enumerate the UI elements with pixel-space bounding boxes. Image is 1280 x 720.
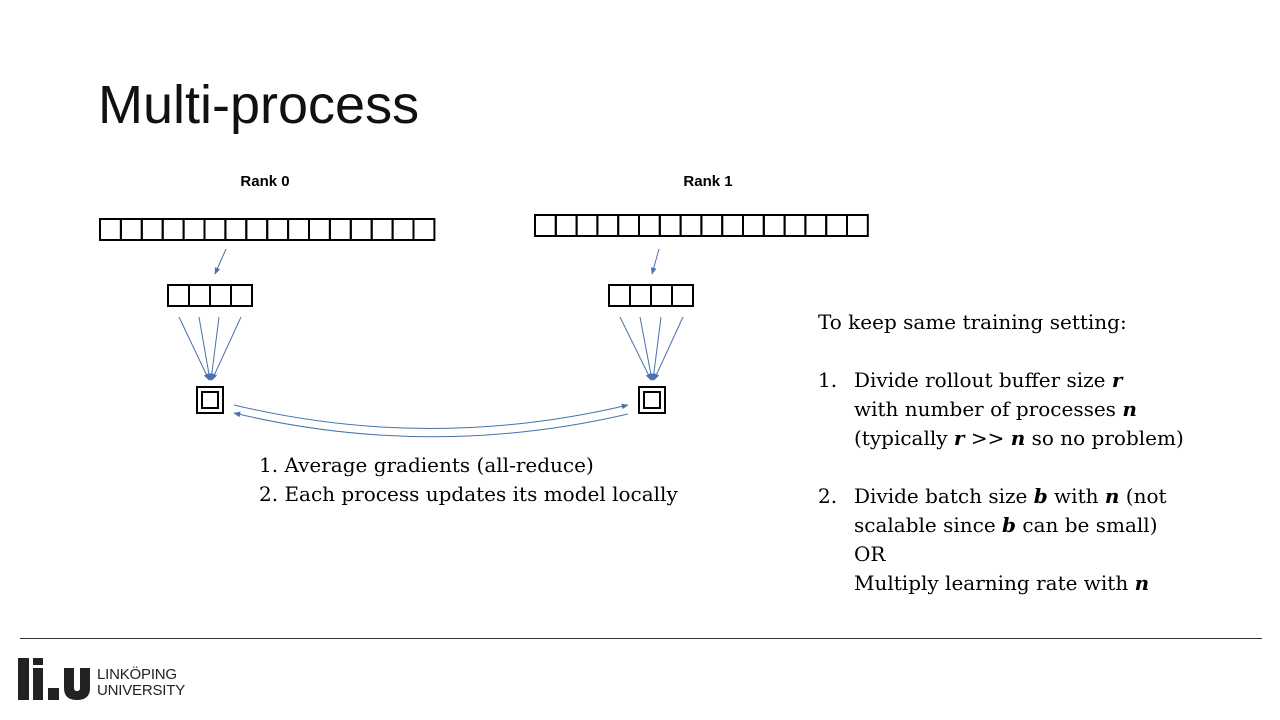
batch-cell bbox=[230, 284, 253, 307]
buffer-cell bbox=[554, 214, 578, 237]
buffer-cell bbox=[658, 214, 682, 237]
logo-text: LINKÖPING UNIVERSITY bbox=[97, 667, 185, 699]
buffer-cell bbox=[245, 218, 269, 241]
rank-0-sample-arrow bbox=[214, 248, 227, 275]
buffer-cell bbox=[224, 218, 248, 241]
buffer-cell bbox=[308, 218, 331, 241]
buffer-cell bbox=[287, 218, 311, 241]
footer-divider bbox=[20, 638, 1262, 639]
item-text: (not bbox=[1119, 484, 1167, 508]
item-text: with number of processes bbox=[854, 397, 1123, 421]
batch-cell bbox=[608, 284, 631, 307]
rank-0-label: Rank 0 bbox=[240, 173, 289, 190]
buffer-cell bbox=[825, 214, 849, 237]
buffer-cell bbox=[575, 214, 599, 237]
variable-b: b bbox=[1002, 513, 1017, 537]
setting-item-batch-size: 2. Divide batch size b with n (not scala… bbox=[818, 482, 1268, 598]
batch-cell bbox=[629, 284, 652, 307]
rank-0-minibatch bbox=[167, 284, 253, 307]
variable-n: n bbox=[1104, 484, 1120, 508]
step-local-update: 2. Each process updates its model locall… bbox=[259, 482, 678, 506]
item-text: so no problem) bbox=[1025, 426, 1184, 450]
buffer-cell bbox=[99, 218, 122, 241]
item-text: >> bbox=[964, 426, 1011, 450]
item-text: can be small) bbox=[1016, 513, 1158, 537]
item-number: 1. bbox=[818, 368, 838, 392]
rank-1-sample-arrow bbox=[651, 248, 660, 275]
buffer-cell bbox=[140, 218, 164, 241]
update-steps: 1. Average gradients (all-reduce) 2. Eac… bbox=[259, 451, 678, 509]
buffer-cell bbox=[161, 218, 185, 241]
buffer-cell bbox=[679, 214, 703, 237]
variable-n: n bbox=[1010, 426, 1026, 450]
buffer-cell bbox=[596, 214, 620, 237]
buffer-cell bbox=[182, 218, 206, 241]
rank-1-gradient-arrows bbox=[619, 316, 684, 381]
item-text: Divide batch size bbox=[854, 484, 1034, 508]
item-text: Multiply learning rate with bbox=[854, 571, 1135, 595]
buffer-cell bbox=[266, 218, 290, 241]
buffer-cell bbox=[119, 218, 143, 241]
batch-cell bbox=[650, 284, 673, 307]
variable-r: r bbox=[1111, 368, 1123, 392]
setting-item-rollout-buffer: 1. Divide rollout buffer size r with num… bbox=[818, 366, 1268, 453]
batch-cell bbox=[167, 284, 190, 307]
all-reduce-arrow-to-rank-0 bbox=[233, 411, 629, 438]
rank-0-rollout-buffer bbox=[99, 218, 436, 241]
rank-0-gradient-arrows bbox=[178, 316, 242, 381]
rank-1-rollout-buffer bbox=[534, 214, 869, 237]
rank-1-minibatch bbox=[608, 284, 694, 307]
logo-line-2: UNIVERSITY bbox=[97, 682, 186, 699]
item-text: Divide rollout buffer size bbox=[854, 368, 1112, 392]
variable-n: n bbox=[1122, 397, 1137, 421]
buffer-cell bbox=[638, 214, 661, 237]
buffer-cell bbox=[846, 214, 869, 237]
batch-cell bbox=[671, 284, 694, 307]
buffer-cell bbox=[391, 218, 415, 241]
all-reduce-arrow-to-rank-1 bbox=[233, 403, 629, 429]
buffer-cell bbox=[700, 214, 724, 237]
logo-line-1: LINKÖPING bbox=[97, 666, 177, 683]
variable-n: n bbox=[1134, 571, 1150, 595]
buffer-cell bbox=[370, 218, 394, 241]
rank-0-model bbox=[196, 386, 224, 414]
settings-intro: To keep same training setting: bbox=[818, 310, 1127, 334]
buffer-cell bbox=[742, 214, 765, 237]
buffer-cell bbox=[349, 218, 373, 241]
training-settings: To keep same training setting: 1. Divide… bbox=[818, 308, 1268, 627]
buffer-cell bbox=[783, 214, 807, 237]
buffer-cell bbox=[721, 214, 745, 237]
step-all-reduce: 1. Average gradients (all-reduce) bbox=[259, 453, 594, 477]
buffer-cell bbox=[804, 214, 828, 237]
batch-cell bbox=[209, 284, 232, 307]
rank-1-model bbox=[638, 386, 666, 414]
slide-title: Multi-process bbox=[98, 75, 420, 135]
item-number: 2. bbox=[818, 484, 838, 508]
liu-logo-mark bbox=[18, 658, 90, 700]
buffer-cell bbox=[328, 218, 352, 241]
item-text: (typically bbox=[854, 426, 954, 450]
buffer-cell bbox=[412, 218, 436, 241]
rank-1-label: Rank 1 bbox=[683, 173, 732, 190]
item-text: scalable since bbox=[854, 513, 1003, 537]
batch-cell bbox=[188, 284, 211, 307]
variable-b: b bbox=[1033, 484, 1048, 508]
item-text: with bbox=[1047, 484, 1105, 508]
or-separator: OR bbox=[854, 542, 886, 566]
buffer-cell bbox=[203, 218, 227, 241]
variable-r: r bbox=[953, 426, 965, 450]
buffer-cell bbox=[534, 214, 557, 237]
buffer-cell bbox=[762, 214, 786, 237]
buffer-cell bbox=[617, 214, 641, 237]
